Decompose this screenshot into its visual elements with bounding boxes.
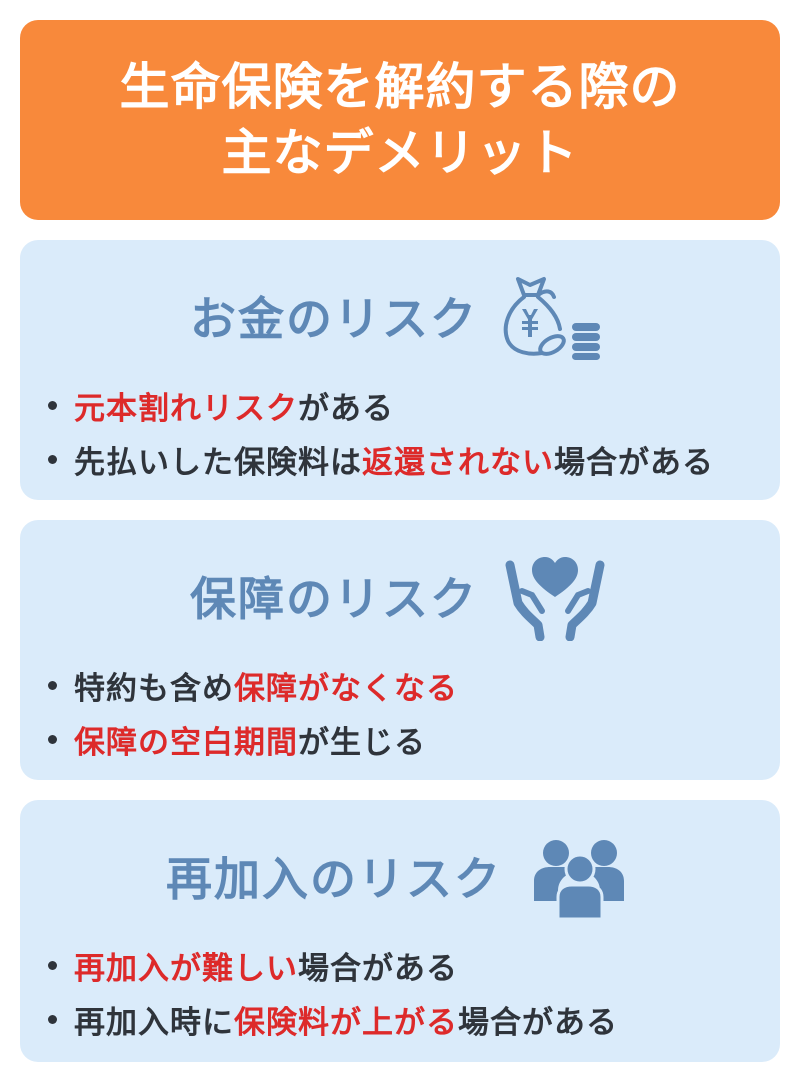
list-item: 元本割れリスク がある xyxy=(44,378,714,432)
section-heading: 保障のリスク xyxy=(20,546,780,646)
body-text: 場合がある xyxy=(298,950,458,987)
body-text: 特約も含め xyxy=(74,670,234,707)
section-title: 保障のリスク xyxy=(190,572,478,626)
section-coverage-risk: 保障のリスク 特約も含め 保障がなくなる 保障の空白期間 が生じる xyxy=(20,520,780,780)
highlight-text: 保障の空白期間 xyxy=(74,724,298,761)
bullet-dot xyxy=(48,454,57,464)
page-title-banner: 生命保険を解約する際の 主なデメリット xyxy=(20,20,780,220)
list-item: 再加入が難しい 場合がある xyxy=(44,938,618,992)
group-of-people-icon xyxy=(534,840,624,921)
section-heading: 再加入のリスク xyxy=(20,826,780,926)
list-item: 再加入時に 保険料が上がる 場合がある xyxy=(44,992,618,1046)
section-title: お金のリスク xyxy=(190,292,478,346)
hands-holding-heart-icon xyxy=(505,557,605,641)
body-text: が生じる xyxy=(298,724,426,761)
page-title-line-2: 主なデメリット xyxy=(221,124,579,182)
highlight-text: 元本割れリスク xyxy=(74,390,298,427)
bullet-list: 特約も含め 保障がなくなる 保障の空白期間 が生じる xyxy=(44,658,458,766)
bullet-dot xyxy=(48,680,57,690)
body-text: 場合がある xyxy=(554,444,714,481)
section-heading: お金のリスク xyxy=(20,266,780,366)
bullet-dot xyxy=(48,400,57,410)
body-text: 場合がある xyxy=(458,1004,618,1041)
body-text: 先払いした保険料は xyxy=(74,444,362,481)
bullet-dot xyxy=(48,734,57,744)
list-item: 先払いした保険料は 返還されない 場合がある xyxy=(44,432,714,486)
highlight-text: 保障がなくなる xyxy=(234,670,458,707)
body-text: がある xyxy=(298,390,394,427)
bullet-list: 元本割れリスク がある 先払いした保険料は 返還されない 場合がある xyxy=(44,378,714,486)
bullet-dot xyxy=(48,960,57,970)
section-money-risk: お金のリスク 元本割れリスク xyxy=(20,240,780,500)
bullet-dot xyxy=(48,1014,57,1024)
page-title-line-1: 生命保険を解約する際の xyxy=(119,58,681,116)
section-reenrollment-risk: 再加入のリスク 再加入が難しい 場合がある 再加入時に 保険料が上がる 場合があ… xyxy=(20,800,780,1062)
money-bag-yen-coins-icon xyxy=(503,277,600,360)
highlight-text: 再加入が難しい xyxy=(74,950,298,987)
highlight-text: 返還されない xyxy=(362,444,554,481)
list-item: 特約も含め 保障がなくなる xyxy=(44,658,458,712)
body-text: 再加入時に xyxy=(74,1004,234,1041)
section-title: 再加入のリスク xyxy=(166,852,502,906)
bullet-list: 再加入が難しい 場合がある 再加入時に 保険料が上がる 場合がある xyxy=(44,938,618,1046)
list-item: 保障の空白期間 が生じる xyxy=(44,712,458,766)
highlight-text: 保険料が上がる xyxy=(234,1004,458,1041)
